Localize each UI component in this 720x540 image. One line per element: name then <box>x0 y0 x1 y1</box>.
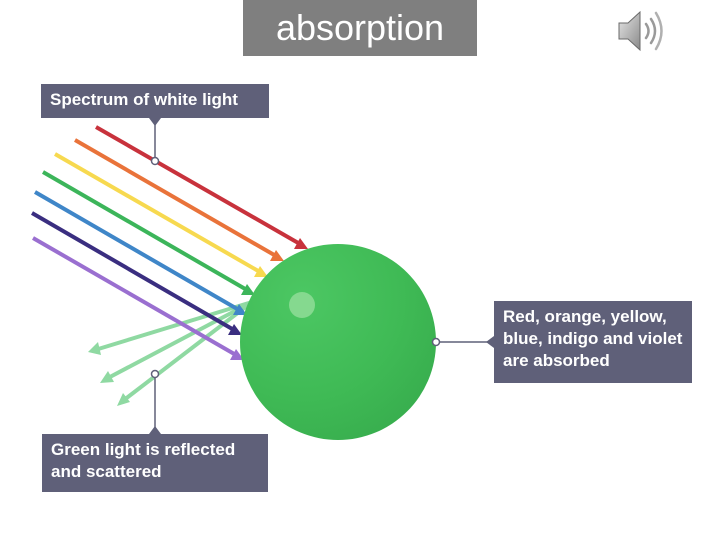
spectrum-label: Spectrum of white light <box>41 84 269 118</box>
reflected-label: Green light is reflected and scattered <box>42 434 268 492</box>
ray-green <box>41 170 249 292</box>
reflected-ray-1 <box>94 300 253 352</box>
speaker-icon[interactable] <box>616 8 668 54</box>
reflected-ray-1-arrowhead <box>88 342 101 355</box>
ray-blue-arrowhead <box>233 304 247 315</box>
absorbed-label: Red, orange, yellow, blue, indigo and vi… <box>494 301 692 383</box>
spectrum-callout-dot <box>150 156 160 166</box>
reflected-ray-3-arrowhead <box>117 393 130 406</box>
ray-orange-arrowhead <box>270 250 284 261</box>
ray-indigo <box>30 211 236 332</box>
ray-green-arrowhead <box>241 284 255 295</box>
slide-title: absorption <box>243 0 477 56</box>
reflected-callout-pointer <box>149 426 161 434</box>
ray-orange <box>74 138 277 258</box>
reflected-ray-3 <box>122 300 254 402</box>
reflected-callout-dot <box>150 369 160 379</box>
ray-yellow <box>54 152 261 274</box>
ray-violet-arrowhead <box>230 349 244 360</box>
ray-blue <box>33 190 241 312</box>
reflected-rays <box>88 300 254 406</box>
ray-red <box>95 125 301 246</box>
reflected-ray-2-arrowhead <box>100 371 114 383</box>
incoming-rays <box>30 125 308 360</box>
ray-red-arrowhead <box>294 238 308 249</box>
ray-indigo-arrowhead <box>228 324 242 335</box>
ray-violet <box>32 236 237 357</box>
green-ball <box>240 244 436 440</box>
ray-yellow-arrowhead <box>254 266 268 277</box>
callout-lines <box>149 118 494 434</box>
ball-highlight <box>289 292 315 318</box>
absorbed-callout-dot <box>431 337 441 347</box>
absorbed-callout-pointer <box>486 336 494 348</box>
spectrum-callout-pointer <box>149 118 161 126</box>
reflected-ray-2 <box>107 300 253 380</box>
